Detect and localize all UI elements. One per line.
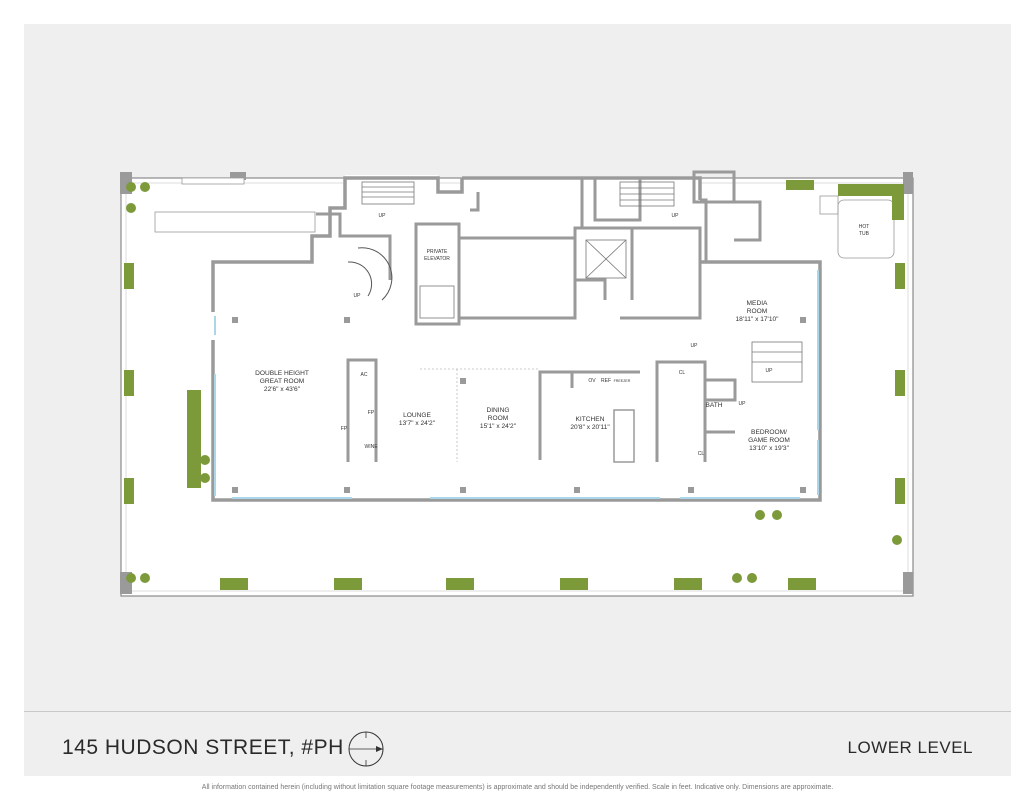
elevator-label-2: ELEVATOR (424, 256, 450, 262)
dining-room-dimensions: 15'1" x 24'2" (480, 423, 517, 430)
interior-columns (232, 317, 806, 493)
media-room-name-1: MEDIA (747, 300, 768, 307)
spiral-stair-up-label: UP (354, 293, 362, 299)
dining-room-name-1: DINING (486, 407, 509, 414)
media-stair-up-label: UP (766, 368, 774, 374)
window-strips (214, 270, 819, 499)
planters (124, 180, 905, 590)
oven-label: OV (588, 378, 596, 384)
compass-icon (348, 731, 384, 767)
bath-label: BATH (705, 402, 722, 409)
fireplace-label-1: FP (368, 410, 375, 416)
lounge-name: LOUNGE (403, 412, 431, 419)
media-up-label: UP (691, 343, 699, 349)
elevator-label-1: PRIVATE (427, 249, 448, 255)
interior-floor (213, 175, 820, 500)
stair-up-label-2: UP (672, 213, 680, 219)
wine-label: WINE (364, 444, 378, 450)
floor-level-label: LOWER LEVEL (847, 738, 973, 757)
closet-label-2: CL (698, 451, 705, 457)
bedroom-name-2: GAME ROOM (748, 437, 790, 444)
fireplace-label-2: FP (341, 426, 348, 432)
bedroom-name-1: BEDROOM/ (751, 429, 787, 436)
refrigerator-label: REF (601, 378, 611, 384)
media-room-name-2: ROOM (747, 308, 768, 315)
stair-up-label-1: UP (379, 213, 387, 219)
small-labels: UP UP UP UP UP UP AC FP FP WINE OV REF F… (341, 213, 773, 457)
great-room-dimensions: 22'6" x 43'6" (264, 386, 301, 393)
property-address: 145 HUDSON STREET, #PH (62, 736, 344, 759)
ac-label: AC (361, 372, 368, 378)
footer-divider (24, 711, 1011, 712)
bedroom-dimensions: 13'10" x 19'3" (749, 445, 789, 452)
great-room-name-1: DOUBLE HEIGHT (255, 370, 309, 377)
room-labels: DOUBLE HEIGHT GREAT ROOM 22'6" x 43'6" L… (255, 224, 870, 452)
dining-room-name-2: ROOM (488, 415, 509, 422)
fixtures (154, 177, 895, 462)
kitchen-dimensions: 20'8" x 20'11" (570, 424, 610, 431)
closet-label-1: CL (679, 370, 686, 376)
bedroom-up-label: UP (739, 401, 747, 407)
hot-tub-label-1: HOT (859, 224, 870, 230)
hot-tub-label-2: TUB (859, 231, 870, 237)
great-room-name-2: GREAT ROOM (260, 378, 304, 385)
freezer-label: FREEZER (614, 379, 631, 383)
lounge-dimensions: 13'7" x 24'2" (399, 420, 436, 427)
media-room-dimensions: 18'11" x 17'10" (735, 316, 779, 323)
kitchen-name: KITCHEN (576, 416, 605, 423)
disclaimer-text: All information contained herein (includ… (201, 784, 834, 791)
exterior-walls (211, 176, 822, 502)
core-walls (316, 170, 762, 326)
kitchen-walls (346, 358, 737, 463)
